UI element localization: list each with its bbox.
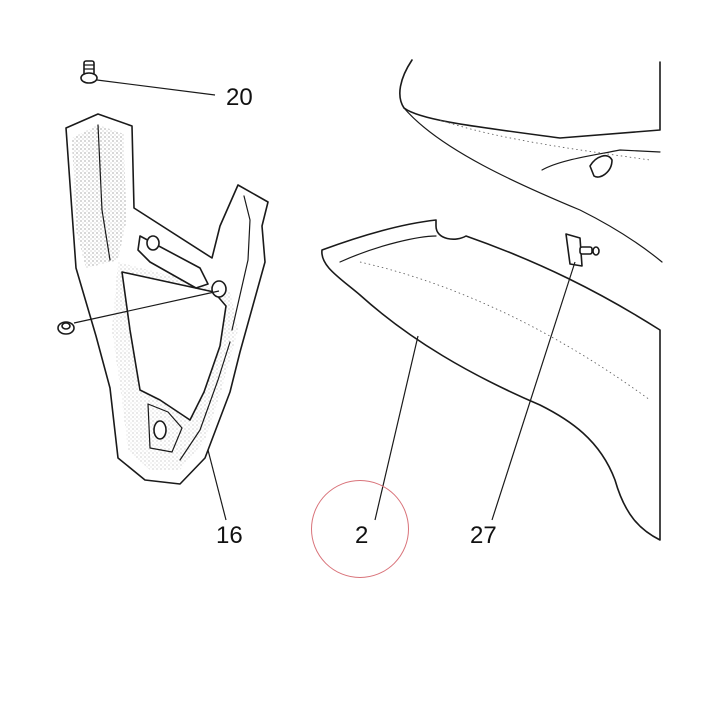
highlight-ring (311, 480, 409, 578)
nut-part (57, 321, 75, 335)
leader-27 (491, 261, 576, 521)
leader-16 (207, 449, 227, 521)
leader-20 (96, 79, 216, 96)
body-upper (399, 59, 663, 263)
assembly-line (73, 290, 220, 324)
screw-part-20 (80, 60, 98, 84)
callout-16[interactable]: 16 (216, 522, 243, 549)
callout-27[interactable]: 27 (470, 522, 497, 549)
bracket-part-16 (65, 113, 269, 485)
clip-part-27 (565, 233, 600, 267)
callout-2[interactable]: 2 (355, 522, 369, 549)
cover-part-2 (321, 219, 661, 541)
callout-20[interactable]: 20 (226, 84, 253, 111)
